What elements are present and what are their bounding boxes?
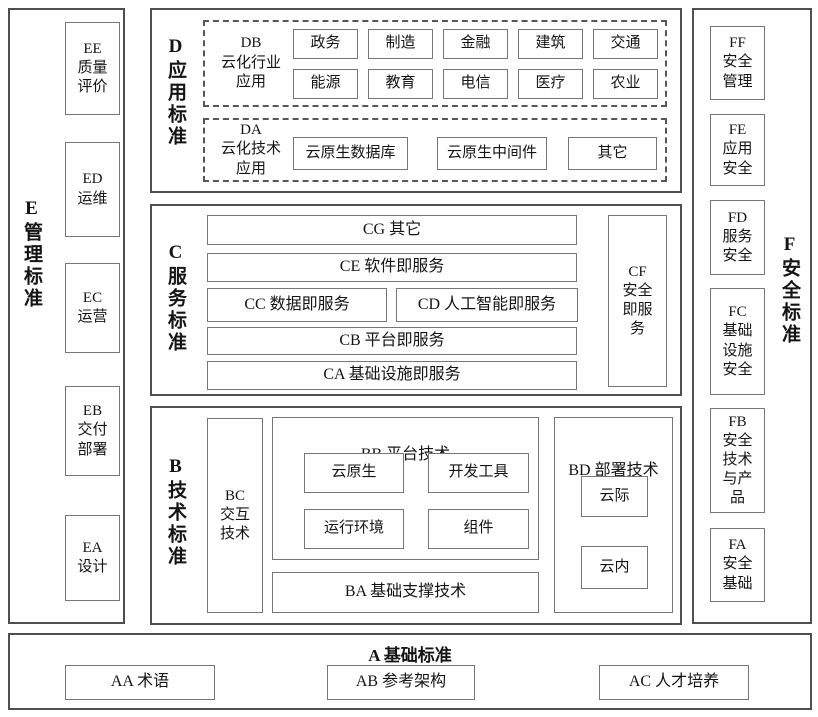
db-item-transportation: 交通 (593, 29, 658, 59)
box-ab-reference-architecture: AB 参考架构 (327, 665, 475, 700)
box-ca-iaas: CA 基础设施即服务 (207, 361, 577, 390)
box-ec-operations: EC 运营 (65, 263, 120, 353)
box-eb-delivery-deployment: EB 交付 部署 (65, 386, 120, 476)
panel-b-technology-standards: B技术标准 BC 交互 技术 BB 平台技术 云原生 开发工具 运行环境 组件 … (150, 406, 682, 625)
group-da-label: DA 云化技术 应用 (220, 121, 281, 177)
box-cb-paas: CB 平台即服务 (207, 327, 577, 355)
bd-item-intra-cloud: 云内 (581, 546, 648, 589)
db-item-telecom: 电信 (443, 69, 508, 99)
panel-f-label: F安全标准 (779, 234, 800, 346)
da-item-other: 其它 (568, 137, 657, 170)
bb-item-dev-tools: 开发工具 (428, 453, 529, 493)
box-ba-basic-support-technology: BA 基础支撑技术 (272, 572, 539, 613)
group-db-cloud-industry-applications: DB 云化行业 应用 政务 制造 金融 建筑 交通 能源 教育 电信 医疗 农业 (203, 20, 667, 107)
group-da-cloud-technology-applications: DA 云化技术 应用 云原生数据库 云原生中间件 其它 (203, 118, 667, 182)
panel-b-label: B技术标准 (165, 456, 186, 568)
panel-a-basic-standards: A 基础标准 AA 术语 AB 参考架构 AC 人才培养 (8, 633, 812, 710)
db-item-government: 政务 (293, 29, 358, 59)
box-fd-service-security: FD 服务 安全 (710, 200, 765, 275)
panel-d-application-standards: D应用标准 DB 云化行业 应用 政务 制造 金融 建筑 交通 能源 教育 电信… (150, 8, 682, 193)
panel-c-label: C服务标准 (165, 242, 186, 354)
group-bd-deployment-technology: BD 部署技术 云际 云内 (554, 417, 673, 613)
db-item-manufacturing: 制造 (368, 29, 433, 59)
box-ee-quality-evaluation: EE 质量 评价 (65, 22, 120, 115)
db-item-energy: 能源 (293, 69, 358, 99)
panel-c-service-standards: C服务标准 CG 其它 CE 软件即服务 CC 数据即服务 CD 人工智能即服务… (150, 204, 682, 396)
box-cd-aiaas: CD 人工智能即服务 (396, 288, 578, 322)
db-item-agriculture: 农业 (593, 69, 658, 99)
da-item-cloud-native-database: 云原生数据库 (293, 137, 408, 170)
box-cg-other: CG 其它 (207, 215, 577, 245)
db-item-finance: 金融 (443, 29, 508, 59)
group-bb-platform-technology: BB 平台技术 云原生 开发工具 运行环境 组件 (272, 417, 539, 560)
box-cc-daas: CC 数据即服务 (207, 288, 387, 322)
panel-f-security-standards: F安全标准 FF 安全 管理 FE 应用 安全 FD 服务 安全 FC 基础 设… (692, 8, 812, 624)
box-fa-security-basics: FA 安全 基础 (710, 528, 765, 602)
box-cf-secaas: CF 安全 即服 务 (608, 215, 667, 387)
bd-item-inter-cloud: 云际 (581, 476, 648, 517)
bb-item-runtime-environment: 运行环境 (304, 509, 404, 549)
group-db-label: DB 云化行业 应用 (220, 35, 281, 91)
group-bd-title: BD 部署技术 (568, 462, 659, 480)
panel-e-label: E管理标准 (21, 198, 42, 310)
db-item-education: 教育 (368, 69, 433, 99)
box-aa-terminology: AA 术语 (65, 665, 215, 700)
db-item-medical: 医疗 (518, 69, 583, 99)
panel-d-label: D应用标准 (165, 36, 186, 148)
bb-item-cloud-native: 云原生 (304, 453, 404, 493)
db-item-construction: 建筑 (518, 29, 583, 59)
box-fc-infrastructure-security: FC 基础 设施 安全 (710, 288, 765, 395)
panel-a-title: A 基础标准 (368, 646, 452, 665)
panel-e-management-standards: E管理标准 EE 质量 评价 ED 运维 EC 运营 EB 交付 部署 EA 设… (8, 8, 125, 624)
box-fb-security-tech-products: FB 安全 技术 与产 品 (710, 408, 765, 513)
box-ed-operation-maintenance: ED 运维 (65, 142, 120, 237)
box-bc-interaction-technology: BC 交互 技术 (207, 418, 263, 613)
box-ac-talent-cultivation: AC 人才培养 (599, 665, 749, 700)
bb-item-components: 组件 (428, 509, 529, 549)
box-fe-application-security: FE 应用 安全 (710, 114, 765, 186)
da-item-cloud-native-middleware: 云原生中间件 (437, 137, 547, 170)
box-ce-saas: CE 软件即服务 (207, 253, 577, 282)
box-ea-design: EA 设计 (65, 515, 120, 601)
box-ff-security-management: FF 安全 管理 (710, 26, 765, 100)
